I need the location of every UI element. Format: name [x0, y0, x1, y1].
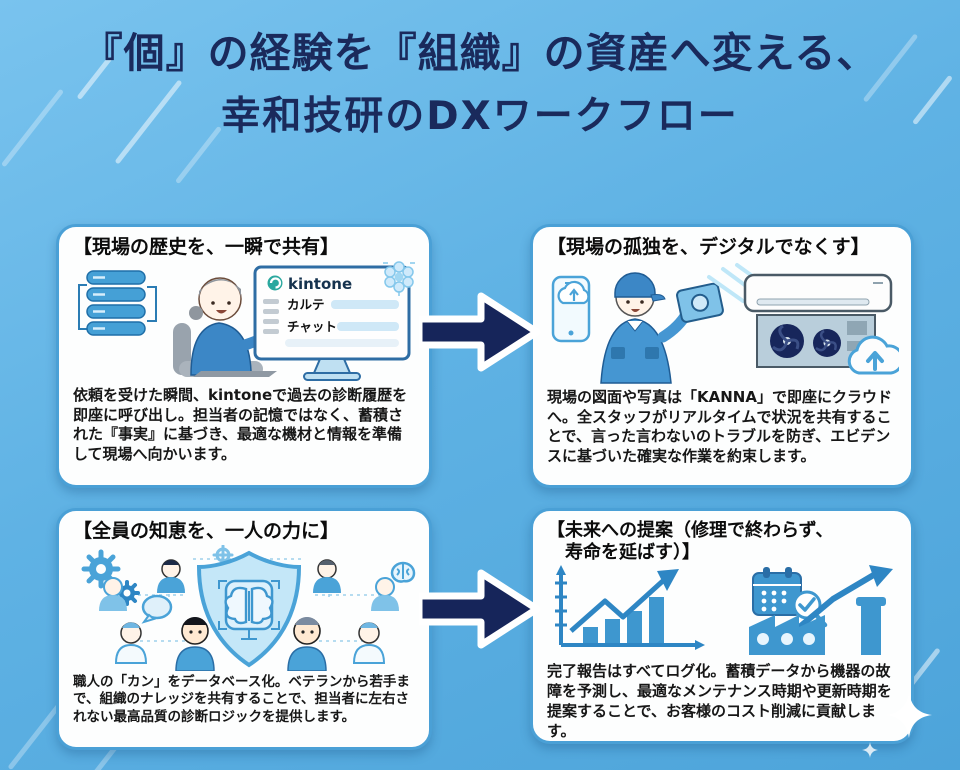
kintone-logo	[267, 275, 283, 291]
screen-row-chat: チャット	[287, 319, 337, 334]
cloud-upload-icon	[847, 335, 899, 375]
panel-2-body: 現場の図面や写真は「KANNA」で即座にクラウドへ。全スタッフがリアルタイムで状…	[547, 387, 892, 466]
growth-arrow-icon	[795, 565, 893, 632]
sparkle-icon	[862, 742, 878, 758]
flowchart-icon	[78, 270, 157, 336]
panel-1-illustration: kintone カルテ チャット	[78, 261, 415, 381]
panel-1-body: 依頼を受けた瞬間、kintoneで過去の診断履歴を即座に呼び出し。担当者の記憶で…	[73, 385, 408, 464]
kintone-brand-label: kintone	[288, 275, 352, 293]
right-arrow	[419, 292, 541, 372]
network-lines	[117, 557, 381, 642]
sparkle-icon	[886, 692, 932, 738]
panel-future-proposal: 【未来への提案（修理で終わらず、 寿命を延ばす）】	[530, 508, 914, 744]
title-line-1: 『個』の経験を『組織』の資産へ変える、	[81, 29, 879, 77]
title-line-2: 幸和技研のDXワークフロー	[221, 94, 739, 140]
panel-share-history: 【現場の歴史を、一瞬で共有】	[56, 224, 432, 488]
shield-brain-icon	[196, 550, 302, 668]
panel-4-heading-line-2: 寿命を延ばす）】	[565, 541, 700, 563]
panel-3-heading: 【全員の知恵を、一人の力に】	[73, 520, 340, 542]
tablet-icon	[676, 282, 724, 323]
fan-icon	[770, 323, 841, 358]
panel-4-body: 完了報告はすべてログ化。蓄積データから機器の故障を予測し、最適なメンテナンス時期…	[547, 662, 892, 740]
gears-icon	[81, 544, 234, 606]
speech-bubble-icon	[141, 594, 173, 624]
flower-gear-icon	[383, 261, 415, 296]
field-worker	[600, 272, 724, 384]
panel-digital-field: 【現場の孤独を、デジタルでなくす】	[530, 224, 914, 488]
bar-chart-growth-icon	[555, 565, 705, 651]
screen-row-karte: カルテ	[287, 297, 325, 312]
calendar-check-icon	[752, 567, 828, 628]
smartphone-upload-icon	[551, 275, 591, 343]
panel-2-heading: 【現場の孤独を、デジタルでなくす】	[547, 236, 870, 258]
panel-4-heading-line-1: 【未来への提案（修理で終わらず、	[547, 520, 834, 541]
brain-icon	[390, 561, 416, 583]
panel-shared-knowledge: 【全員の知恵を、一人の力に】	[56, 508, 432, 750]
panel-4-illustration	[555, 565, 893, 656]
panel-1-heading: 【現場の歴史を、一瞬で共有】	[73, 236, 340, 258]
panel-3-body: 職人の「カン」をデータベース化。ベテランから若手まで、組織のナレッジを共有するこ…	[73, 673, 410, 725]
right-arrow	[419, 569, 541, 649]
panel-2-illustration	[551, 262, 899, 384]
people-network	[99, 559, 399, 671]
panel-3-illustration	[81, 544, 416, 671]
factory-icon	[749, 597, 886, 656]
panel-4-heading: 【未来への提案（修理で終わらず、 寿命を延ばす）】	[547, 520, 897, 563]
page-title: 『個』の経験を『組織』の資産へ変える、 幸和技研のDXワークフロー	[0, 29, 960, 141]
monitor: kintone カルテ チャット	[253, 265, 411, 381]
